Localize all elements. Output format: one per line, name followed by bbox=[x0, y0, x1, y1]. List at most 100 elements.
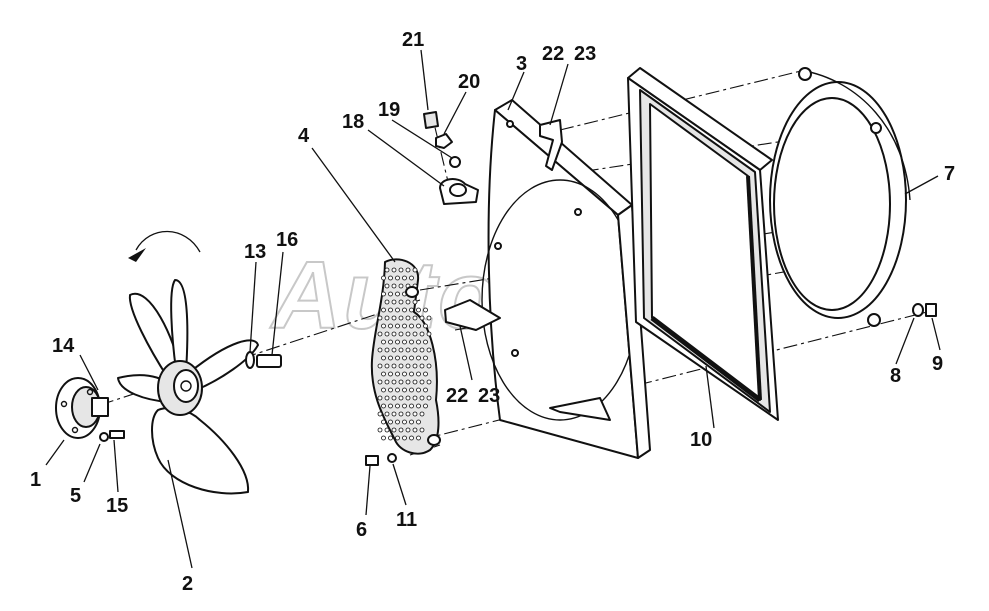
perforation-hole bbox=[402, 403, 407, 409]
perforated-guard-part bbox=[370, 258, 441, 455]
callout-6: 6 bbox=[356, 519, 367, 541]
fan-bolt-part bbox=[245, 351, 282, 369]
perforation-hole bbox=[423, 323, 428, 329]
perforation-hole bbox=[388, 323, 393, 329]
perforation-hole bbox=[423, 339, 428, 345]
perforation-hole bbox=[416, 403, 421, 409]
perforation-hole bbox=[381, 323, 386, 329]
callout-18: 18 bbox=[342, 111, 364, 133]
washer-and-bolt-part bbox=[99, 430, 125, 442]
perforation-hole bbox=[381, 275, 386, 281]
perforation-hole bbox=[412, 411, 418, 417]
perforation-hole bbox=[377, 363, 383, 369]
perforation-hole bbox=[402, 355, 407, 361]
callout-7: 7 bbox=[944, 163, 955, 185]
perforation-hole bbox=[377, 427, 383, 433]
callout-9: 9 bbox=[932, 353, 943, 375]
clamp-assembly-part bbox=[423, 111, 479, 205]
callout-22-upper: 22 bbox=[542, 43, 564, 65]
callout-23-lower: 23 bbox=[478, 385, 500, 407]
perforation-hole bbox=[412, 315, 418, 321]
perforation-hole bbox=[388, 419, 393, 425]
perforation-hole bbox=[405, 315, 411, 321]
perforation-hole bbox=[419, 379, 425, 385]
perforation-hole bbox=[402, 275, 407, 281]
perforation-hole bbox=[384, 299, 390, 305]
perforation-hole bbox=[395, 323, 400, 329]
perforation-hole bbox=[423, 403, 428, 409]
perforation-hole bbox=[391, 267, 397, 273]
perforation-hole bbox=[391, 283, 397, 289]
callout-14: 14 bbox=[52, 335, 75, 357]
perforation-hole bbox=[388, 355, 393, 361]
callout-21: 21 bbox=[402, 29, 424, 51]
perforation-hole bbox=[388, 371, 393, 377]
perforation-hole bbox=[377, 395, 383, 401]
perforation-hole bbox=[398, 299, 404, 305]
perforation-hole bbox=[416, 323, 421, 329]
perforation-hole bbox=[398, 363, 404, 369]
perforation-hole bbox=[395, 355, 400, 361]
perforation-hole bbox=[398, 411, 404, 417]
perforation-hole bbox=[426, 315, 432, 321]
perforation-hole bbox=[391, 299, 397, 305]
perforation-hole bbox=[395, 387, 400, 393]
perforation-hole bbox=[426, 347, 432, 353]
perforation-hole bbox=[405, 299, 411, 305]
perforation-hole bbox=[391, 427, 397, 433]
guard-bolt-part bbox=[365, 453, 397, 466]
perforation-hole bbox=[395, 371, 400, 377]
perforation-hole bbox=[398, 331, 404, 337]
callout-8: 8 bbox=[890, 365, 901, 387]
perforation-hole bbox=[388, 291, 393, 297]
perforation-hole bbox=[391, 315, 397, 321]
perforation-hole bbox=[412, 347, 418, 353]
callout-11: 11 bbox=[396, 509, 417, 531]
perforation-hole bbox=[419, 411, 425, 417]
perforation-hole bbox=[409, 339, 414, 345]
callout-15: 15 bbox=[106, 495, 128, 517]
perforation-hole bbox=[377, 331, 383, 337]
perforation-hole bbox=[381, 307, 386, 313]
perforation-hole bbox=[419, 331, 425, 337]
perforation-hole bbox=[398, 315, 404, 321]
perforation-hole bbox=[405, 427, 411, 433]
perforation-hole bbox=[381, 371, 386, 377]
perforation-hole bbox=[405, 411, 411, 417]
guard-perforation-holes bbox=[377, 267, 432, 441]
perforation-hole bbox=[377, 379, 383, 385]
perforation-hole bbox=[384, 395, 390, 401]
perforation-hole bbox=[419, 395, 425, 401]
perforation-hole bbox=[419, 363, 425, 369]
fan-shroud-panel-part bbox=[481, 99, 651, 459]
callout-13: 13 bbox=[244, 241, 266, 263]
callout-23-upper: 23 bbox=[574, 43, 596, 65]
perforation-hole bbox=[384, 283, 390, 289]
perforation-hole bbox=[412, 267, 418, 273]
perforation-hole bbox=[405, 395, 411, 401]
perforation-hole bbox=[388, 307, 393, 313]
perforation-hole bbox=[402, 323, 407, 329]
perforation-hole bbox=[416, 435, 421, 441]
perforation-hole bbox=[398, 427, 404, 433]
perforation-hole bbox=[398, 395, 404, 401]
perforation-hole bbox=[391, 347, 397, 353]
perforation-hole bbox=[416, 355, 421, 361]
perforation-hole bbox=[395, 291, 400, 297]
perforation-hole bbox=[402, 307, 407, 313]
callout-22-lower: 22 bbox=[446, 385, 468, 407]
perforation-hole bbox=[395, 419, 400, 425]
perforation-hole bbox=[412, 299, 418, 305]
perforation-hole bbox=[409, 307, 414, 313]
perforation-hole bbox=[409, 387, 414, 393]
fan-ring-part bbox=[769, 67, 911, 327]
callout-19: 19 bbox=[378, 99, 400, 121]
perforation-hole bbox=[395, 435, 400, 441]
callout-5: 5 bbox=[70, 485, 81, 507]
perforation-hole bbox=[402, 371, 407, 377]
callout-labels: 1 2 3 4 5 6 7 8 9 10 11 13 14 15 16 18 1… bbox=[30, 29, 955, 595]
perforation-hole bbox=[409, 323, 414, 329]
callout-4: 4 bbox=[298, 125, 310, 147]
perforation-hole bbox=[381, 387, 386, 393]
